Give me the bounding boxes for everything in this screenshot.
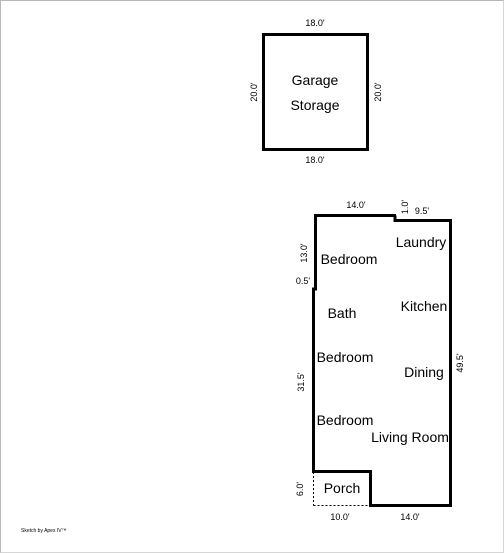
dim-top-left: 14.0': [346, 200, 366, 210]
dim-left-upper: 13.0': [299, 243, 309, 263]
room-porch: Porch: [324, 480, 361, 496]
house-outline: [312, 214, 452, 507]
garage-dim-right: 20.0': [373, 82, 383, 102]
garage-label: Garage: [292, 72, 339, 88]
dim-right: 49.5': [455, 353, 465, 373]
garage-dim-left: 20.0': [249, 82, 259, 102]
room-bedroom-3: Bedroom: [317, 412, 374, 428]
house-plan: Laundry Bedroom Kitchen Bath Bedroom Din…: [295, 200, 465, 522]
dim-porch-side: 6.0': [295, 482, 305, 497]
room-dining: Dining: [404, 364, 444, 380]
room-bedroom-1: Bedroom: [321, 251, 378, 267]
dim-top-step: 1.0': [400, 200, 410, 215]
room-kitchen: Kitchen: [401, 298, 448, 314]
dim-left-jog: 0.5': [296, 276, 311, 286]
garage-dim-top: 18.0': [305, 18, 325, 28]
dim-bottom-right: 14.0': [400, 512, 420, 522]
garage-dim-bottom: 18.0': [305, 155, 325, 165]
room-bath: Bath: [328, 305, 357, 321]
dim-top-right: 9.5': [415, 206, 430, 216]
dim-bottom-left: 10.0': [330, 512, 350, 522]
room-laundry: Laundry: [396, 234, 447, 250]
storage-label: Storage: [290, 97, 339, 113]
room-bedroom-2: Bedroom: [317, 349, 374, 365]
garage-outline: [262, 33, 369, 151]
sketch-credit: Sketch by Apex IV™: [21, 528, 67, 534]
garage-plan: Garage Storage 18.0' 18.0' 20.0' 20.0': [249, 18, 383, 165]
room-living-room: Living Room: [371, 429, 449, 445]
dim-left-lower: 31.5': [296, 372, 306, 392]
